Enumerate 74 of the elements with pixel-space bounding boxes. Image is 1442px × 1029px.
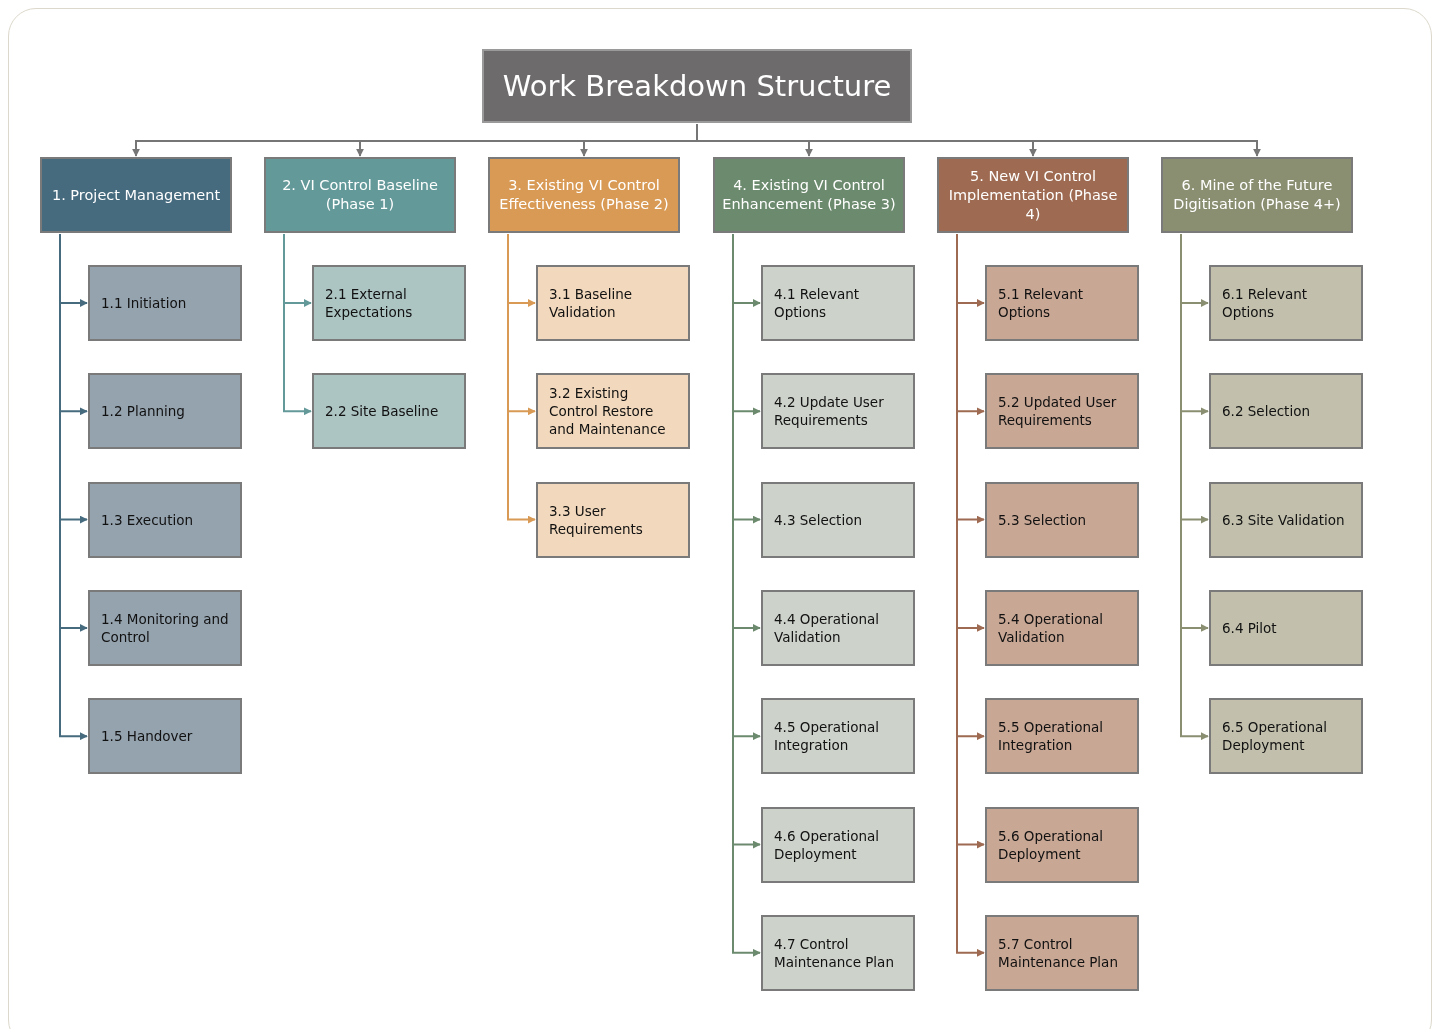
box-label: 5.7 Control Maintenance Plan — [998, 934, 1119, 971]
task-box — [985, 698, 1139, 775]
box-label: 3.3 User Requirements — [549, 501, 644, 538]
task-box — [312, 265, 466, 341]
task-box — [1209, 373, 1363, 450]
box-label: 4.2 Update User Requirements — [774, 393, 885, 430]
task-box — [1209, 698, 1363, 775]
task-box — [761, 481, 915, 558]
task-box — [761, 806, 915, 883]
task-box — [536, 265, 690, 341]
task-box — [761, 589, 915, 666]
phase-box — [713, 157, 905, 233]
box-label: 4.3 Selection — [774, 510, 862, 529]
box-label: 3. Existing VI Control Effectiveness (Phase 2) — [498, 176, 670, 214]
task-box — [88, 265, 242, 341]
box-label: 4. Existing VI Control Enhancement (Phase 3) — [721, 176, 897, 214]
connector-arrow — [507, 233, 536, 524]
connector-arrow — [283, 233, 312, 416]
box-label: Work Breakdown Structure — [502, 69, 892, 103]
task-box — [536, 481, 690, 558]
title-box — [482, 49, 912, 123]
box-label: 5.6 Operational Deployment — [998, 826, 1104, 863]
task-box — [985, 589, 1139, 666]
box-label: 1.3 Execution — [101, 510, 193, 529]
box-label: 5. New VI Control Implementation (Phase 4) — [947, 166, 1119, 224]
task-box — [536, 373, 690, 450]
box-label: 6.2 Selection — [1222, 402, 1310, 421]
box-label: 4.5 Operational Integration — [774, 718, 880, 755]
box-label: 1.1 Initiation — [101, 294, 187, 312]
phase-box — [40, 157, 232, 233]
box-label: 1.5 Handover — [101, 727, 193, 746]
box-label: 3.1 Baseline Validation — [549, 285, 633, 321]
box-label: 2.1 External Expectations — [325, 285, 414, 321]
task-box — [1209, 481, 1363, 558]
task-box — [985, 481, 1139, 558]
box-label: 1. Project Management — [51, 185, 221, 205]
box-label: 2. VI Control Baseline (Phase 1) — [281, 176, 439, 214]
task-box — [761, 265, 915, 341]
task-box — [88, 481, 242, 558]
phase-box — [264, 157, 456, 233]
task-box — [761, 914, 915, 991]
box-label: 1.2 Planning — [101, 402, 185, 421]
box-label: 3.2 Existing Control Restore and Maintenance — [549, 384, 667, 439]
task-box — [88, 373, 242, 450]
task-box — [761, 373, 915, 450]
box-label: 5.4 Operational Validation — [998, 609, 1104, 646]
box-label: 5.5 Operational Integration — [998, 718, 1104, 755]
task-box — [88, 698, 242, 775]
box-label: 5.2 Updated User Requirements — [998, 393, 1118, 430]
box-label: 6. Mine of the Future Digitisation (Phase 4+) — [1172, 176, 1342, 214]
box-label: 5.3 Selection — [998, 510, 1086, 529]
box-label: 4.7 Control Maintenance Plan — [774, 934, 895, 971]
task-box — [985, 373, 1139, 450]
box-label: 1.4 Monitoring and Control — [101, 609, 230, 646]
box-label: 4.6 Operational Deployment — [774, 826, 880, 863]
phase-box — [488, 157, 680, 233]
box-label: 4.1 Relevant Options — [774, 285, 860, 321]
task-box — [985, 265, 1139, 341]
task-box — [985, 806, 1139, 883]
box-label: 5.1 Relevant Options — [998, 285, 1084, 321]
box-label: 2.2 Site Baseline — [325, 402, 439, 421]
box-label: 6.3 Site Validation — [1222, 510, 1345, 529]
task-box — [1209, 589, 1363, 666]
phase-box — [1161, 157, 1353, 233]
box-label: 4.4 Operational Validation — [774, 609, 880, 646]
box-label: 6.1 Relevant Options — [1222, 285, 1308, 321]
task-box — [985, 914, 1139, 991]
task-box — [312, 373, 466, 450]
task-box — [88, 589, 242, 666]
task-box — [761, 698, 915, 775]
task-box — [1209, 265, 1363, 341]
box-label: 6.5 Operational Deployment — [1222, 718, 1328, 755]
box-label: 6.4 Pilot — [1222, 618, 1277, 637]
phase-box — [937, 157, 1129, 233]
